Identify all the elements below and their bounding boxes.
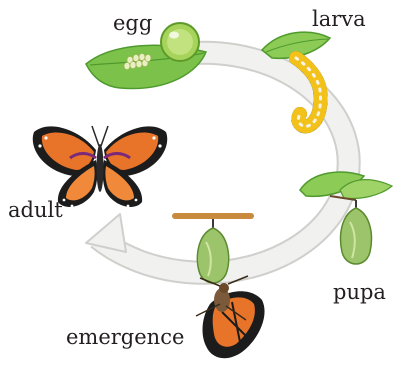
pupa-label: pupa: [333, 282, 386, 303]
larva-label: larva: [312, 9, 366, 30]
adult-butterfly-illustration: [33, 126, 167, 207]
adult-label: adult: [8, 200, 63, 221]
emergence-illustration: [172, 213, 265, 358]
egg-label: egg: [113, 13, 152, 34]
emergence-label: emergence: [66, 327, 184, 348]
